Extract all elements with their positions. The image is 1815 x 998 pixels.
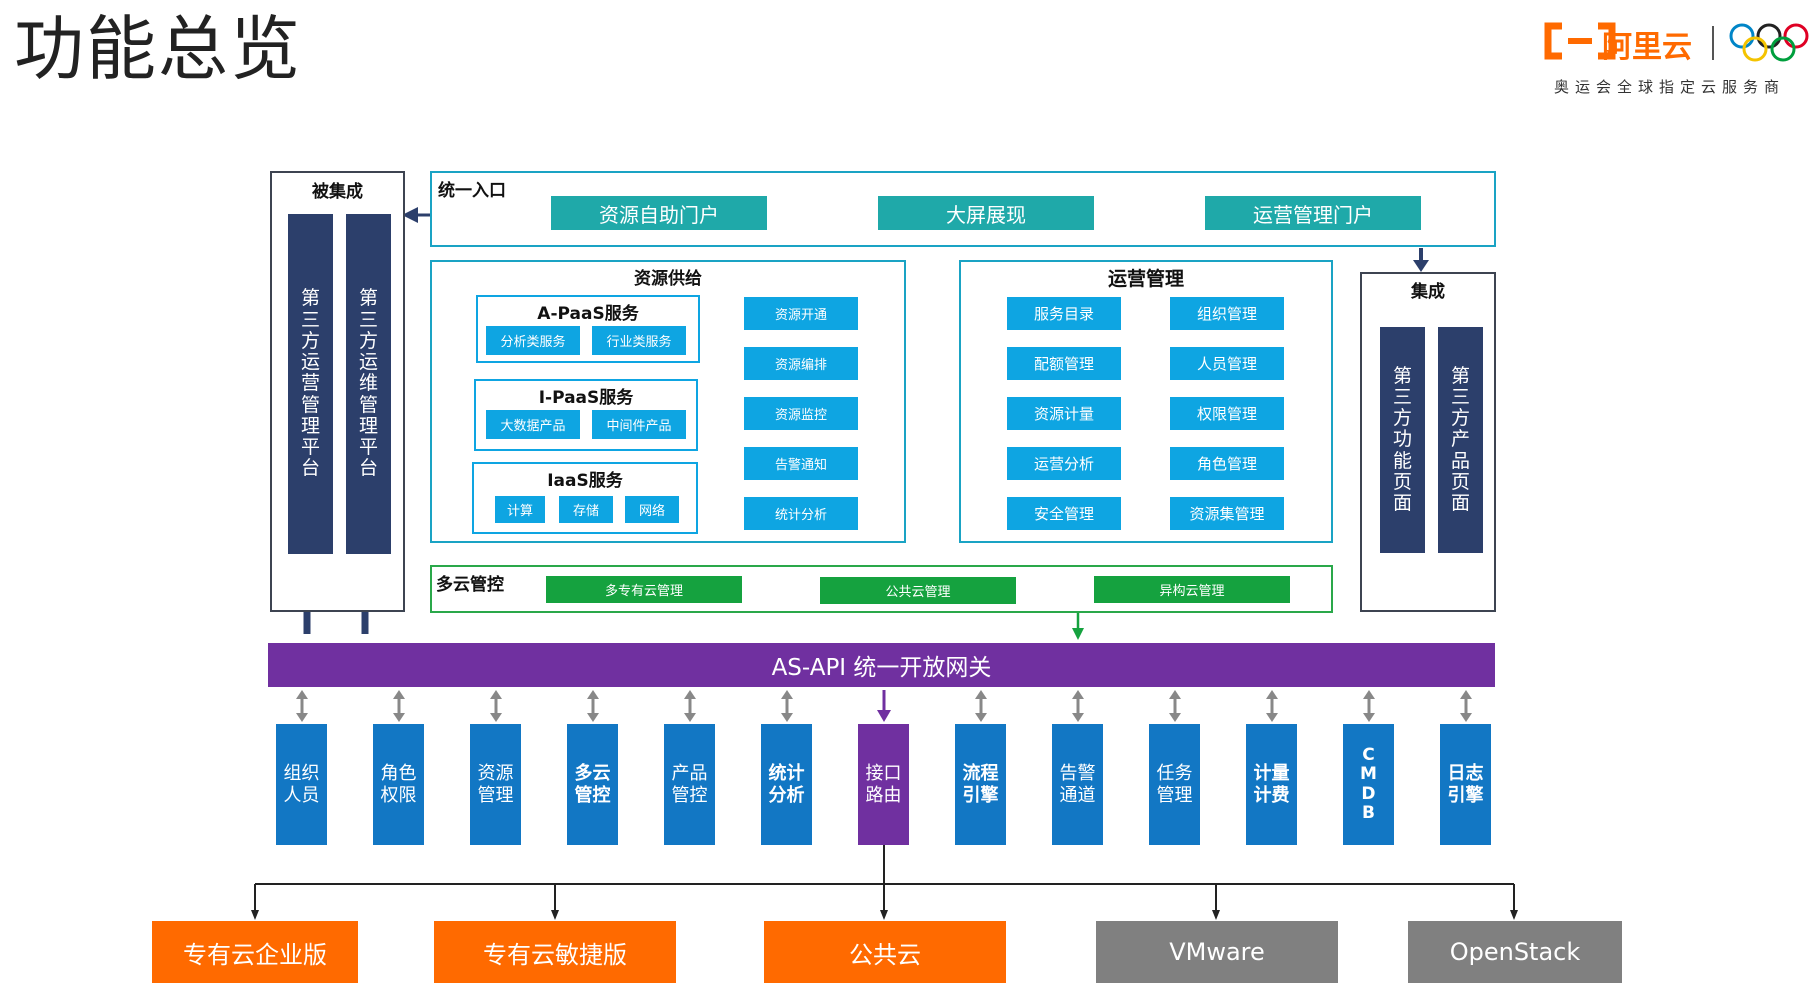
industry-service-button[interactable]: 行业类服务: [592, 326, 686, 355]
ipaas-group: [474, 379, 698, 451]
third-party-maint-platform[interactable]: 第三方运维管理平台: [346, 214, 391, 554]
apaas-title: A-PaaS服务: [537, 304, 639, 324]
module-task-mgmt[interactable]: 任务 管理: [1149, 724, 1200, 845]
module-statistics[interactable]: 统计 分析: [761, 724, 812, 845]
integrated-panel-title: 被集成: [312, 182, 363, 202]
quota-mgmt-button[interactable]: 配额管理: [1007, 347, 1121, 380]
network-button[interactable]: 网络: [625, 496, 679, 523]
module-api-routing[interactable]: 接口 路由: [858, 724, 909, 845]
ops-portal-button[interactable]: 运营管理门户: [1205, 196, 1421, 230]
target-openstack[interactable]: OpenStack: [1408, 921, 1622, 983]
integration-label: 第三方产品页面: [1450, 364, 1470, 515]
integration-title: 集成: [1411, 282, 1445, 302]
ipaas-title: I-PaaS服务: [538, 388, 634, 408]
module-workflow-engine[interactable]: 流程 引擎: [955, 724, 1006, 845]
target-vmware[interactable]: VMware: [1096, 921, 1338, 983]
compute-button[interactable]: 计算: [495, 496, 545, 523]
brand-divider: [1712, 26, 1714, 60]
resource-monitor-button[interactable]: 资源监控: [744, 397, 858, 430]
unified-entry-title: 统一入口: [438, 181, 506, 201]
module-product-control[interactable]: 产品 管控: [664, 724, 715, 845]
apaas-group: [476, 295, 700, 363]
middleware-product-button[interactable]: 中间件产品: [592, 410, 686, 439]
resource-set-mgmt-button[interactable]: 资源集管理: [1170, 497, 1284, 530]
iaas-group: [472, 462, 698, 534]
olympic-rings-icon: [1728, 22, 1812, 66]
module-role-permission[interactable]: 角色 权限: [373, 724, 424, 845]
brand-subtitle: 奥运会全球指定云服务商: [1554, 78, 1786, 96]
multicloud-title: 多云管控: [436, 575, 504, 595]
service-catalog-button[interactable]: 服务目录: [1007, 297, 1121, 330]
third-party-ops-platform[interactable]: 第三方运营管理平台: [288, 214, 333, 554]
integration-label: 第三方功能页面: [1392, 364, 1412, 515]
module-log-engine[interactable]: 日志 引擎: [1440, 724, 1491, 845]
heterogeneous-cloud-button[interactable]: 异构云管理: [1094, 576, 1290, 603]
operations-title: 运营管理: [1107, 268, 1184, 290]
brand-name: 阿里云: [1602, 30, 1692, 65]
org-mgmt-button[interactable]: 组织管理: [1170, 297, 1284, 330]
permission-mgmt-button[interactable]: 权限管理: [1170, 397, 1284, 430]
module-org-personnel[interactable]: 组织 人员: [276, 724, 327, 845]
statistics-button[interactable]: 统计分析: [744, 497, 858, 530]
module-resource-mgmt[interactable]: 资源 管理: [470, 724, 521, 845]
multi-private-cloud-button[interactable]: 多专有云管理: [546, 576, 742, 603]
bigdata-product-button[interactable]: 大数据产品: [486, 410, 580, 439]
big-screen-button[interactable]: 大屏展现: [878, 196, 1094, 230]
iaas-title: IaaS服务: [547, 471, 623, 491]
third-party-product-page[interactable]: 第三方产品页面: [1438, 327, 1483, 553]
self-service-portal-button[interactable]: 资源自助门户: [551, 196, 767, 230]
page-title: 功能总览: [14, 8, 302, 90]
module-metering-billing[interactable]: 计量 计费: [1246, 724, 1297, 845]
analytics-service-button[interactable]: 分析类服务: [486, 326, 580, 355]
third-party-function-page[interactable]: 第三方功能页面: [1380, 327, 1425, 553]
resource-supply-title: 资源供给: [634, 269, 702, 289]
module-alert-channel[interactable]: 告警 通道: [1052, 724, 1103, 845]
storage-button[interactable]: 存储: [559, 496, 613, 523]
platform-label: 第三方运维管理平台: [358, 287, 378, 480]
resource-orchestration-button[interactable]: 资源编排: [744, 347, 858, 380]
module-multicloud[interactable]: 多云 管控: [567, 724, 618, 845]
target-enterprise-private-cloud[interactable]: 专有云企业版: [152, 921, 358, 983]
ops-analysis-button[interactable]: 运营分析: [1007, 447, 1121, 480]
aliyun-logo-icon: [1544, 20, 1616, 62]
resource-provision-button[interactable]: 资源开通: [744, 297, 858, 330]
alert-notify-button[interactable]: 告警通知: [744, 447, 858, 480]
role-mgmt-button[interactable]: 角色管理: [1170, 447, 1284, 480]
target-public-cloud[interactable]: 公共云: [764, 921, 1006, 983]
personnel-mgmt-button[interactable]: 人员管理: [1170, 347, 1284, 380]
resource-metering-button[interactable]: 资源计量: [1007, 397, 1121, 430]
api-gateway-bar[interactable]: AS-API 统一开放网关: [268, 643, 1495, 687]
security-mgmt-button[interactable]: 安全管理: [1007, 497, 1121, 530]
target-agile-private-cloud[interactable]: 专有云敏捷版: [434, 921, 676, 983]
public-cloud-mgmt-button[interactable]: 公共云管理: [820, 577, 1016, 604]
platform-label: 第三方运营管理平台: [300, 287, 320, 480]
